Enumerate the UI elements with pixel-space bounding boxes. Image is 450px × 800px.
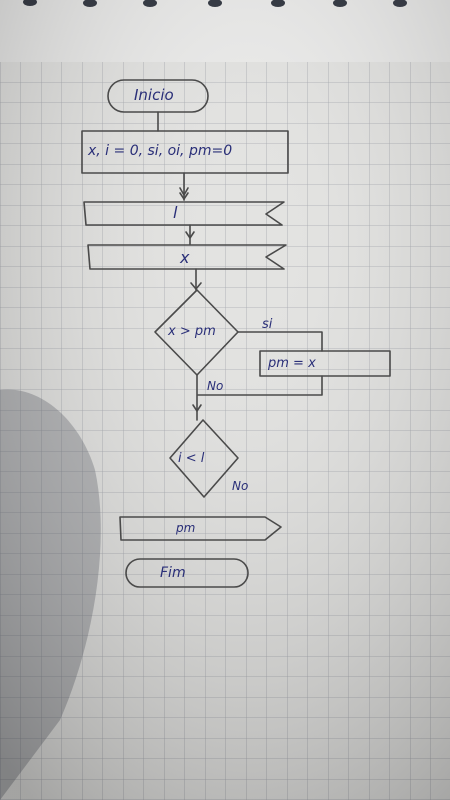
start-label: Inicio	[134, 86, 174, 104]
init-process-box	[81, 130, 289, 174]
output-pm-label: pm	[176, 521, 196, 535]
assign-process-box	[259, 350, 391, 377]
no-2-label: No	[232, 479, 249, 493]
end-label: Fim	[160, 565, 186, 581]
decision-2-diamond	[169, 419, 239, 498]
yes-branch-line	[237, 331, 323, 352]
input-l-shape	[83, 201, 285, 226]
read-l-label: l	[173, 203, 178, 222]
decision-2-label: i < l	[178, 451, 205, 466]
read-x-label: x	[180, 248, 190, 267]
assign-label: pm = x	[268, 356, 316, 371]
end-terminal	[125, 558, 249, 588]
init-label: x, i = 0, si, oi, pm=0	[88, 143, 233, 159]
output-pm-shape	[119, 516, 282, 541]
return-line	[197, 375, 323, 396]
no-1-label: No	[207, 379, 224, 393]
yes-1-label: si	[262, 317, 273, 332]
decision-1-label: x > pm	[168, 324, 216, 339]
input-x-shape	[87, 244, 287, 270]
